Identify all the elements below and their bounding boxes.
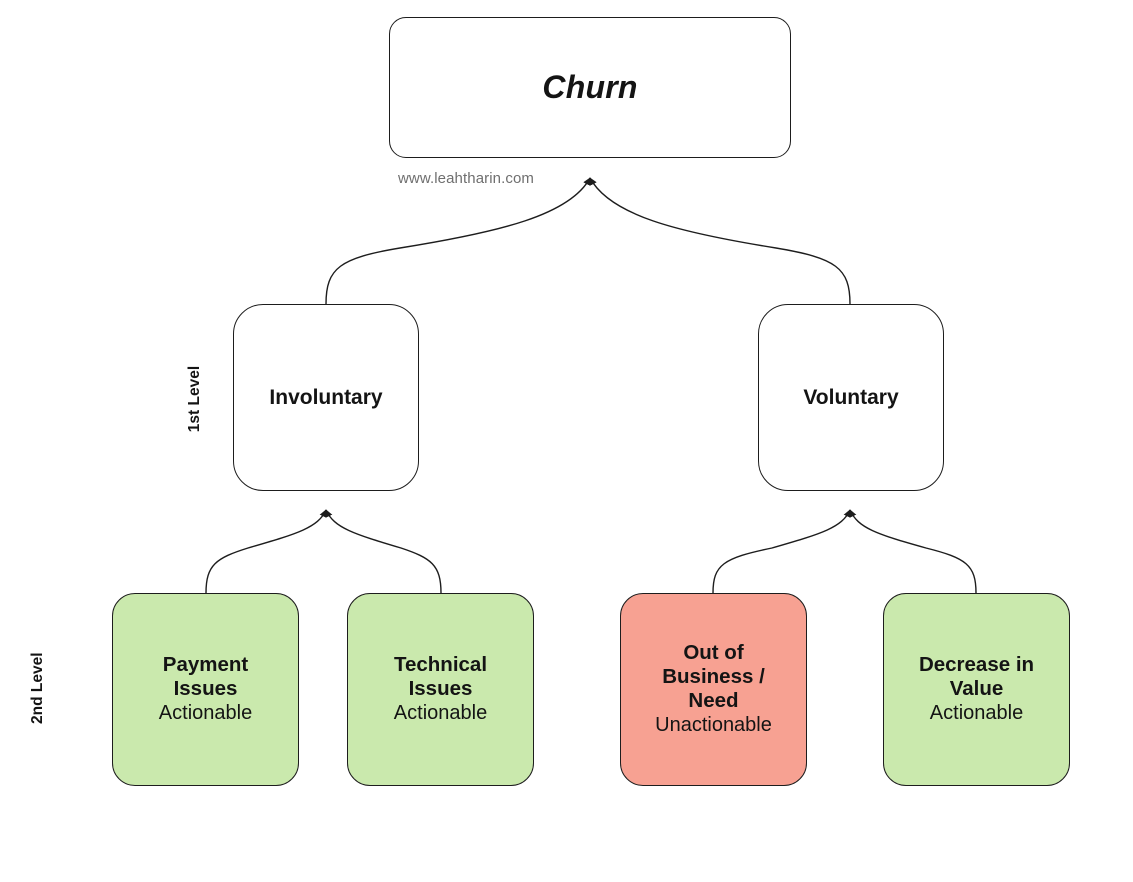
node-voluntary-label: Voluntary bbox=[803, 385, 899, 409]
node-decrease-in-value-title: Decrease in Value bbox=[918, 653, 1035, 701]
node-out-of-business-title: Out of Business / Need bbox=[662, 641, 765, 713]
level-label-second: 2nd Level bbox=[29, 652, 46, 725]
node-churn-label: Churn bbox=[542, 69, 638, 105]
node-involuntary[interactable]: Involuntary bbox=[233, 304, 419, 491]
edge-voluntary-to-churn bbox=[589, 177, 851, 305]
node-technical-issues[interactable]: Technical Issues Actionable bbox=[347, 593, 534, 786]
edge-involuntary-to-churn bbox=[325, 177, 591, 305]
node-technical-issues-subtitle: Actionable bbox=[393, 702, 488, 725]
node-out-of-business[interactable]: Out of Business / Need Unactionable bbox=[620, 593, 807, 786]
node-involuntary-label: Involuntary bbox=[269, 385, 383, 409]
node-voluntary[interactable]: Voluntary bbox=[758, 304, 944, 491]
node-out-of-business-subtitle: Unactionable bbox=[655, 714, 772, 737]
edge-decrease-in-value-to-voluntary bbox=[849, 509, 977, 594]
node-technical-issues-title: Technical Issues bbox=[393, 653, 488, 701]
watermark: www.leahtharin.com bbox=[398, 170, 535, 187]
edge-payment-issues-to-involuntary bbox=[205, 509, 327, 594]
level-label-first: 1st Level bbox=[186, 365, 203, 433]
node-decrease-in-value[interactable]: Decrease in Value Actionable bbox=[883, 593, 1070, 786]
node-payment-issues[interactable]: Payment Issues Actionable bbox=[112, 593, 299, 786]
node-payment-issues-subtitle: Actionable bbox=[158, 702, 253, 725]
node-decrease-in-value-subtitle: Actionable bbox=[929, 702, 1024, 725]
node-churn[interactable]: Churn bbox=[389, 17, 791, 158]
edge-technical-issues-to-involuntary bbox=[325, 509, 442, 594]
node-payment-issues-title: Payment Issues bbox=[162, 653, 249, 701]
edge-out-of-business-to-voluntary bbox=[712, 509, 851, 594]
